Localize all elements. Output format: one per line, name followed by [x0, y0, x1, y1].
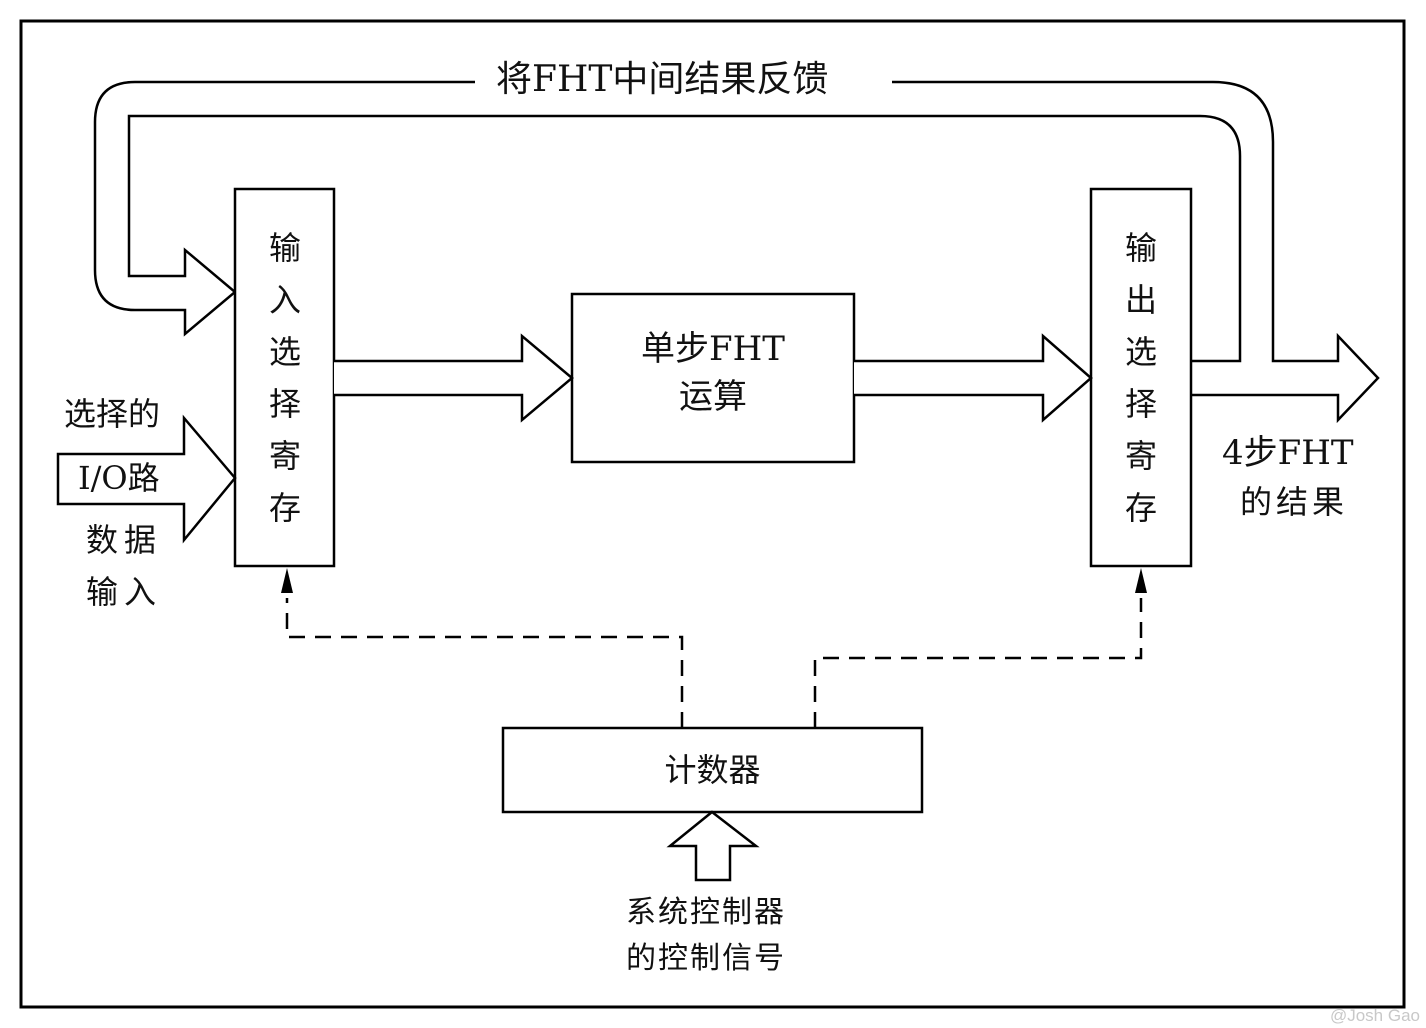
feedback-arrow-outer: [892, 80, 1380, 424]
input-register-box: [233, 187, 336, 568]
output-register-char: 选: [1124, 333, 1157, 371]
arrow-control-signal: [666, 810, 760, 882]
feedback-arrow: [93, 80, 1242, 363]
output-register-char: 寄: [1124, 437, 1157, 475]
output-register-char: 出: [1124, 281, 1157, 319]
io-input-label-line2: I/O路: [78, 459, 160, 497]
control-signal-label-line1: 系统控制器: [626, 895, 786, 930]
input-register-char: 寄: [268, 437, 301, 475]
output-register-char: 输: [1124, 229, 1157, 267]
control-line-to-output-register: [813, 598, 1143, 728]
control-line-to-input-register: [285, 598, 684, 728]
input-register-char: 选: [268, 333, 301, 371]
fht-block-box: [570, 292, 856, 464]
input-register-label: 输 入 选 择 寄 存: [264, 222, 306, 534]
input-register-char: 存: [268, 489, 301, 527]
io-input-label-line3: 数据: [86, 521, 163, 559]
input-register-char: 择: [268, 385, 301, 423]
io-input-label-line4: 输入: [86, 573, 163, 611]
arrow-fht-to-output: [854, 333, 1093, 423]
output-register-char: 存: [1124, 489, 1157, 527]
fht-block-label: 单步FHT 运算: [572, 325, 854, 421]
control-arrowhead-input: [281, 568, 293, 593]
result-label-line1: 4步FHT: [1222, 433, 1354, 473]
result-label-line2: 的结果: [1240, 483, 1349, 521]
counter-box: [501, 726, 924, 814]
output-register-char: 择: [1124, 385, 1157, 423]
counter-label: 计数器: [664, 751, 761, 789]
control-arrowhead-output: [1135, 568, 1147, 593]
arrow-io-data-input: [56, 414, 237, 544]
arrow-input-to-fht: [334, 333, 574, 423]
io-input-label-line1: 选择的: [64, 395, 161, 433]
fht-block-line1: 单步FHT: [641, 329, 785, 369]
control-signal-label-line2: 的控制信号: [626, 941, 786, 976]
input-register-char: 输: [268, 229, 301, 267]
outer-frame: [19, 19, 1406, 1009]
output-register-box: [1089, 187, 1193, 568]
watermark: @Josh Gao: [1329, 1006, 1420, 1025]
fht-block-line2: 运算: [679, 377, 747, 417]
feedback-label: 将FHT中间结果反馈: [496, 59, 829, 100]
output-register-label: 输 出 选 择 寄 存: [1120, 222, 1162, 534]
input-register-char: 入: [268, 281, 301, 319]
